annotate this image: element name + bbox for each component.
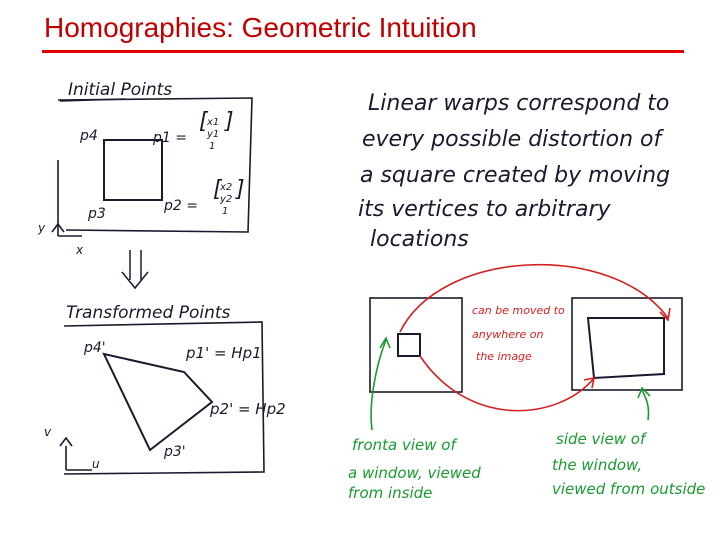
axis-x-label: x: [75, 243, 84, 257]
initial-heading-underline: [59, 98, 126, 102]
description-line-3: a square created by moving: [360, 163, 670, 188]
side-note-line-3: viewed from outside: [552, 480, 705, 498]
transformed-p2-label: p2' = Hp2: [209, 400, 286, 418]
p1-vec-y: y1: [206, 129, 219, 140]
transformed-p3-label: p3': [163, 444, 186, 460]
p2-vec-y: y2: [219, 194, 232, 205]
p2-vec-1: 1: [222, 206, 228, 217]
transformed-heading: Transformed Points: [66, 303, 231, 323]
title-underline: [42, 50, 684, 53]
front-note-line-1: fronta view of: [352, 436, 458, 454]
v-axis-arrow: [59, 436, 73, 447]
front-view-note: fronta view of a window, viewed from ins…: [348, 436, 481, 502]
description-line-1: Linear warps correspond to: [368, 91, 669, 116]
initial-panel-border: [57, 97, 253, 233]
red-note-line-2: anywhere on: [472, 328, 543, 341]
red-move-arrows: [399, 263, 671, 412]
initial-p1-label: p1 =: [152, 130, 187, 146]
red-note-line-3: the image: [476, 350, 532, 363]
front-view-window: [397, 333, 421, 357]
front-note-line-2: a window, viewed: [348, 464, 481, 482]
window-illustration: [369, 297, 683, 393]
arc-bottom: [419, 355, 595, 412]
slide-title: Homographies: Geometric Intuition: [44, 12, 477, 43]
p1-vec-1: 1: [209, 141, 215, 152]
initial-p2-vector: [ x2 y2 1 ]: [213, 177, 245, 217]
description-line-5: locations: [370, 227, 469, 252]
red-note-line-1: can be moved to: [472, 304, 565, 317]
p2-vec-x: x2: [219, 182, 232, 193]
side-note-line-1: side view of: [556, 430, 648, 448]
initial-points-panel: [51, 97, 253, 237]
axis-y-label: y: [37, 221, 46, 235]
transformed-panel-border: [63, 321, 265, 475]
red-note: can be moved to anywhere on the image: [472, 304, 565, 363]
initial-p1-vector: [ x1 y1 1 ]: [199, 109, 234, 152]
initial-square: [103, 139, 163, 201]
axis-arrow: [51, 222, 65, 233]
initial-p2-label: p2 =: [163, 198, 198, 214]
transform-arrows: [121, 250, 149, 290]
transformed-points-panel: [59, 321, 265, 475]
description-text: Linear warps correspond to every possibl…: [358, 91, 670, 252]
bracket-left: [: [199, 109, 209, 134]
initial-p4-label: p4: [79, 128, 98, 144]
description-line-2: every possible distortion of: [362, 127, 664, 152]
initial-p3-label: p3: [87, 206, 106, 222]
side-view-frame: [571, 297, 683, 391]
initial-heading: Initial Points: [68, 80, 172, 100]
front-note-line-3: from inside: [348, 484, 432, 502]
axis-u-label: u: [92, 457, 100, 471]
transformed-p1-label: p1' = Hp1: [185, 344, 262, 362]
bracket-left: [: [213, 177, 223, 202]
transformed-quad: [102, 352, 214, 452]
p1-vec-x: x1: [206, 117, 219, 128]
side-view-note: side view of the window, viewed from out…: [552, 430, 705, 498]
green-pointers: [370, 336, 651, 431]
axis-v-label: v: [44, 425, 52, 439]
arc-top: [399, 263, 669, 333]
bracket-right: ]: [235, 177, 245, 202]
transformed-p4-label: p4': [83, 340, 106, 356]
side-view-window: [586, 317, 665, 380]
bracket-right: ]: [224, 109, 234, 134]
side-note-line-2: the window,: [552, 456, 642, 474]
description-line-4: its vertices to arbitrary: [358, 197, 611, 222]
front-view-frame: [369, 297, 463, 393]
